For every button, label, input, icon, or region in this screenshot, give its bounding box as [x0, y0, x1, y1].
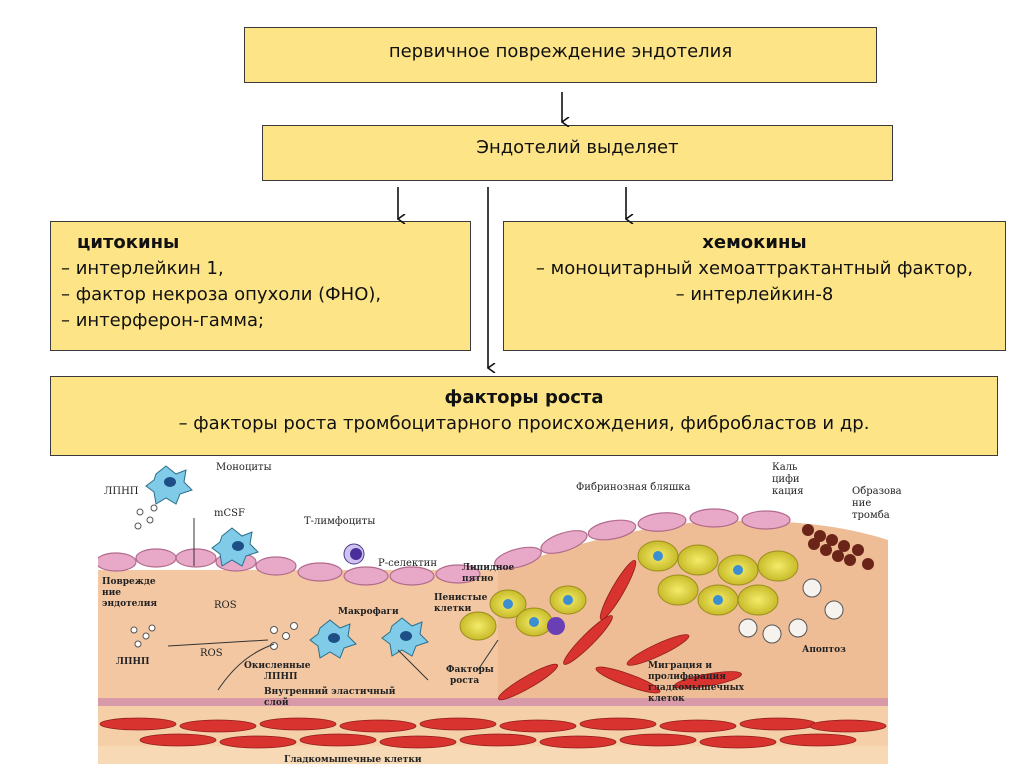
- cytokine-item: – интерлейкин 1,: [61, 258, 224, 279]
- endothelium-secretes-text: Эндотелий выделяет: [476, 137, 679, 158]
- process-arrows: [167, 518, 499, 691]
- label-migration-4: клеток: [648, 694, 685, 704]
- monocyte-cells: [145, 465, 429, 659]
- label-damage-2: ние: [102, 588, 121, 598]
- foam-cells: [459, 585, 587, 641]
- primary-damage-box: первичное повреждение эндотелия: [244, 27, 877, 83]
- label-calcification-1: Каль: [772, 462, 798, 473]
- apoptotic-cells: [738, 578, 844, 644]
- label-t-lymphocytes: Т-лимфоциты: [304, 516, 375, 527]
- label-lipid-spot-1: Липидное: [462, 563, 514, 573]
- label-ros-1: ROS: [214, 600, 237, 611]
- label-damage-3: эндотелия: [102, 599, 157, 609]
- label-elastic-layer-2: слой: [264, 697, 289, 708]
- label-oxidized-ldl-1: Окисленные: [244, 661, 311, 671]
- growth-factor-item: – факторы роста тромбоцитарного происхож…: [178, 413, 870, 434]
- label-foam-cells-1: Пенистые: [434, 593, 488, 603]
- label-lipid-spot-2: пятно: [462, 574, 493, 584]
- endothelium-cells: [98, 508, 791, 586]
- primary-damage-text: первичное повреждение эндотелия: [388, 41, 733, 62]
- label-migration-1: Миграция и: [648, 661, 712, 671]
- label-macrophages: Макрофаги: [338, 607, 399, 617]
- label-damage-1: Поврежде: [102, 577, 156, 587]
- thrombus: [802, 524, 874, 570]
- label-fibrin-plaque: Фибринозная бляшка: [576, 482, 691, 493]
- label-calcification-2: цифи: [772, 474, 800, 485]
- smooth-muscle-layer: [99, 717, 887, 749]
- chemokine-item: – интерлейкин-8: [675, 284, 834, 305]
- arrows-layer: [0, 92, 1024, 380]
- atherosclerosis-illustration: Моноциты ЛПНП mCSF Т-лимфоциты Р-селекти…: [98, 462, 902, 765]
- label-thrombus-1: Образова: [852, 486, 902, 497]
- chemokines-box: хемокины – моноцитарный хемоаттрактантны…: [503, 221, 1006, 351]
- growth-factors-box: факторы роста – факторы роста тромбоцита…: [50, 376, 998, 456]
- label-growth-factors-2: роста: [450, 676, 479, 686]
- cytokine-item: – интерферон-гамма;: [61, 310, 265, 331]
- label-mcsf: mCSF: [214, 508, 245, 519]
- label-ldl-bottom: ЛПНП: [116, 657, 150, 667]
- lipid-core: [637, 540, 799, 616]
- endothelium-secretes-box: Эндотелий выделяет: [262, 125, 893, 181]
- label-foam-cells-2: клетки: [434, 604, 472, 614]
- label-migration-2: пролиферация: [648, 672, 726, 682]
- bottom-layer: [98, 746, 888, 764]
- chemokines-title: хемокины: [702, 232, 807, 253]
- migrating-smooth-muscle: [498, 560, 742, 701]
- elastic-layer: [98, 698, 888, 706]
- t-lymphocyte: [343, 543, 365, 565]
- label-ldl-top: ЛПНП: [104, 486, 139, 497]
- cytokine-item: – фактор некроза опухоли (ФНО),: [61, 284, 382, 305]
- label-oxidized-ldl-2: ЛПНП: [264, 672, 298, 682]
- label-migration-3: гладкомышечных: [648, 683, 745, 693]
- label-p-selectin: Р-селектин: [378, 558, 437, 569]
- label-growth-factors-1: Факторы: [446, 665, 494, 675]
- ldl-particles: [130, 504, 298, 650]
- label-thrombus-3: тромба: [852, 510, 890, 521]
- cytokines-box: цитокины – интерлейкин 1, – фактор некро…: [50, 221, 471, 351]
- label-ros-2: ROS: [200, 648, 223, 659]
- label-thrombus-2: ние: [852, 498, 871, 509]
- growth-factors-title: факторы роста: [444, 387, 604, 408]
- label-smooth-muscle: Гладкомышечные клетки: [284, 755, 422, 765]
- label-elastic-layer-1: Внутренний эластичный: [264, 686, 396, 697]
- chemokine-item: – моноцитарный хемоаттрактантный фактор,: [535, 258, 974, 279]
- label-apoptosis: Апоптоз: [802, 645, 846, 655]
- cytokines-title: цитокины: [77, 232, 180, 253]
- label-calcification-3: кация: [772, 486, 804, 497]
- label-monocytes: Моноциты: [216, 462, 272, 473]
